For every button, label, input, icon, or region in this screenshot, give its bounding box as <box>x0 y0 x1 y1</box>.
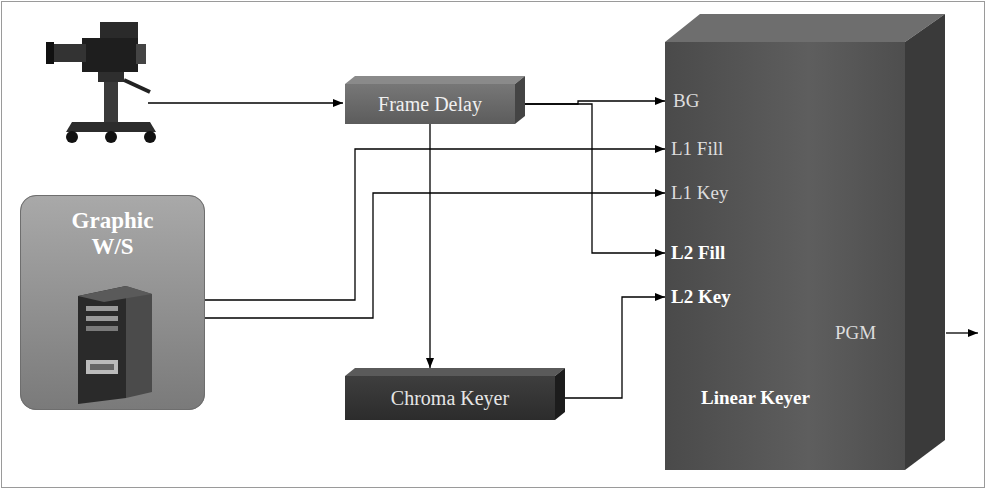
workstation-panel <box>20 195 205 410</box>
camera-illustration <box>46 22 156 143</box>
box-top <box>345 368 565 376</box>
port-label: L2 Key <box>671 286 731 308</box>
signal-connector <box>205 149 665 300</box>
box-side <box>515 76 525 124</box>
port-label: L2 Fill <box>671 242 725 264</box>
signal-connector <box>429 124 430 368</box>
pgm-output <box>946 332 978 333</box>
workstation-icon <box>78 286 152 404</box>
signal-connector <box>205 193 665 318</box>
box-label: Chroma Keyer <box>391 387 509 410</box>
port-label: BG <box>673 90 699 112</box>
keyer-box: Chroma Keyer <box>345 376 555 420</box>
box-label: Graphic W/S <box>63 208 163 261</box>
box-label: Frame Delay <box>378 93 482 116</box>
box-top <box>665 14 945 42</box>
box-side <box>555 368 565 420</box>
camera-feed <box>148 102 343 103</box>
linear-keyer-box: BG L1 Fill L1 Key L2 Fill L2 KeyPGM Linear Ke… <box>665 42 905 470</box>
workstation-box: Graphic W/S <box>20 195 205 410</box>
signal-connector <box>565 297 665 398</box>
signal-connector <box>525 104 665 253</box>
port-label: PGM <box>835 322 876 344</box>
box-title: Linear Keyer <box>701 387 810 409</box>
port-label: L1 Key <box>671 182 729 204</box>
port-label: L1 Fill <box>671 138 723 160</box>
box-top <box>345 76 525 84</box>
box-side <box>905 14 945 470</box>
delay-box: Frame Delay <box>345 84 515 124</box>
